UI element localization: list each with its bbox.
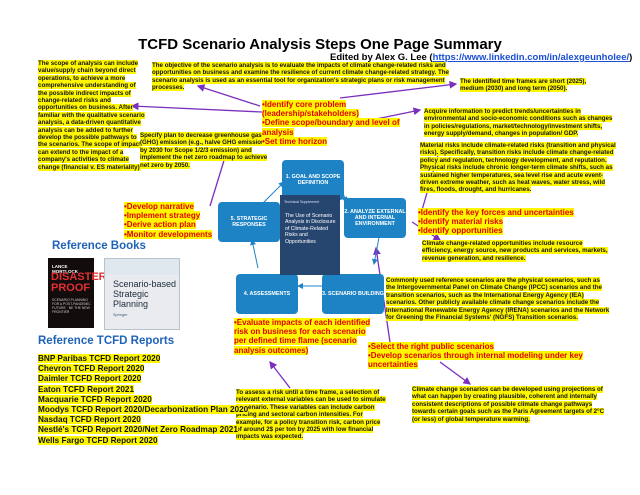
- red-scope-item: •Identify core problem (leadership/stake…: [262, 100, 359, 119]
- note-opportunities: Climate change-related opportunities inc…: [422, 240, 608, 262]
- tcfd-technical-supplement-cover: Technical Supplement The Use of Scenario…: [280, 195, 340, 275]
- step-analyze-node: 2. ANALYZE EXTERNAL AND INTERNAL ENVIRON…: [344, 198, 406, 238]
- note-material-risks: Material risks include climate-related r…: [420, 142, 616, 194]
- red-list-analyze: •Identify the key forces and uncertainti…: [418, 208, 618, 236]
- step-scenario-building-node: 3. SCENARIO BUILDING: [322, 274, 384, 314]
- note-develop-scenarios: Climate change scenarios can be develope…: [412, 386, 605, 423]
- red-strategy-item: •Develop narrative: [124, 202, 194, 211]
- book2-title: Scenario-based Strategic Planning: [113, 279, 177, 309]
- book1-subtitle: SCENARIO PLANNING FOR A POST-PANDEMIC FU…: [52, 298, 91, 314]
- red-build-item: •Select the right public scenarios: [368, 342, 494, 351]
- step-strategic-responses-label: 5. STRATEGIC RESPONSES: [230, 215, 268, 228]
- step-goal-scope-label: 1. GOAL AND SCOPE DEFINITION: [285, 173, 341, 186]
- note-acquire: Acquire information to predict trends/un…: [424, 108, 613, 138]
- report-item: Nasdaq TCFD Report 2020: [38, 415, 141, 425]
- book1-author: LANCE MORTLOCK: [52, 264, 78, 274]
- red-analyze-item: •Identify opportunities: [418, 226, 503, 236]
- edited-suffix: ): [629, 52, 633, 63]
- note-time-frames: The identified time frames are short (20…: [460, 78, 587, 93]
- book2-publisher: Springer: [113, 313, 128, 317]
- report-item: Wells Fargo TCFD Report 2020: [38, 435, 158, 445]
- report-item: Nestlé's TCFD Report 2020/Net Zero Roadm…: [38, 425, 238, 435]
- note-reference-scenarios: Commonly used reference scenarios are th…: [386, 277, 610, 322]
- red-analyze-item: •Identify the key forces and uncertainti…: [418, 208, 574, 217]
- page-title: TCFD Scenario Analysis Steps One Page Su…: [138, 36, 502, 53]
- scenario-planning-book-cover: Scenario-based Strategic Planning Spring…: [104, 258, 180, 330]
- disaster-proof-book-cover: LANCE MORTLOCK DISASTER PROOF SCENARIO P…: [48, 258, 107, 328]
- step-strategic-responses-node: 5. STRATEGIC RESPONSES: [218, 202, 280, 242]
- reference-reports-heading: Reference TCFD Reports: [38, 335, 175, 347]
- note-scope: The scope of analysis can include value/…: [38, 60, 145, 171]
- red-strategy-item: •Derive action plan: [124, 220, 196, 230]
- book1-title: DISASTER PROOF: [51, 271, 107, 294]
- note-objective: The objective of the scenario analysis i…: [152, 62, 449, 92]
- report-item: Chevron TCFD Report 2020: [38, 364, 145, 374]
- edited-prefix: Edited by Alex G. Lee (: [330, 52, 433, 63]
- red-list-build: •Select the right public scenarios •Deve…: [368, 342, 596, 370]
- step-assessments-label: 4. ASSESSMENTS: [243, 290, 291, 297]
- red-list-assess: •Evaluate impacts of each identified ris…: [234, 318, 374, 355]
- red-list-scope: •Identify core problem (leadership/stake…: [262, 100, 422, 146]
- report-item: BNP Paribas TCFD Report 2020: [38, 354, 161, 363]
- red-scope-item: •Set time horizon: [262, 136, 328, 146]
- step-goal-scope-node: 1. GOAL AND SCOPE DEFINITION: [282, 160, 344, 200]
- reports-list: BNP Paribas TCFD Report 2020 Chevron TCF…: [38, 354, 288, 446]
- note-timeframe-assessment: To assess a risk until a time frame, a s…: [236, 389, 386, 441]
- step-assessments-node: 4. ASSESSMENTS: [236, 274, 298, 314]
- report-item: Daimler TCFD Report 2020: [38, 374, 142, 384]
- linkedin-link[interactable]: https://www.linkedin.com/in/alexgeunhole…: [432, 52, 630, 63]
- note-strategy: Specify plan to decrease greenhouse gas …: [140, 132, 268, 169]
- red-strategy-item: •Monitor developments: [124, 229, 213, 239]
- reference-books-heading: Reference Books: [52, 240, 146, 252]
- center-book-top: Technical Supplement: [284, 200, 320, 204]
- report-item: Macquarie TCFD Report 2020: [38, 394, 152, 404]
- red-assess-item: •Evaluate impacts of each identified ris…: [234, 318, 371, 355]
- red-scope-item: •Define scope/boundary and level of anal…: [262, 118, 400, 137]
- step-analyze-label: 2. ANALYZE EXTERNAL AND INTERNAL ENVIRON…: [344, 208, 406, 228]
- step-scenario-building-label: 3. SCENARIO BUILDING: [322, 290, 384, 297]
- center-book-title: The Use of Scenario Analysis in Disclosu…: [285, 213, 336, 245]
- report-item: Moodys TCFD Report 2020/Decarbonization …: [38, 405, 249, 415]
- red-strategy-item: •Implement strategy: [124, 211, 201, 221]
- edited-by: Edited by Alex G. Lee (https://www.linke…: [330, 52, 632, 63]
- report-item: Eaton TCFD Report 2021: [38, 384, 134, 394]
- red-build-item: •Develop scenarios through internal mode…: [368, 351, 583, 370]
- red-analyze-item: •Identify material risks: [418, 217, 504, 227]
- red-list-strategy: •Develop narrative •Implement strategy •…: [124, 202, 224, 239]
